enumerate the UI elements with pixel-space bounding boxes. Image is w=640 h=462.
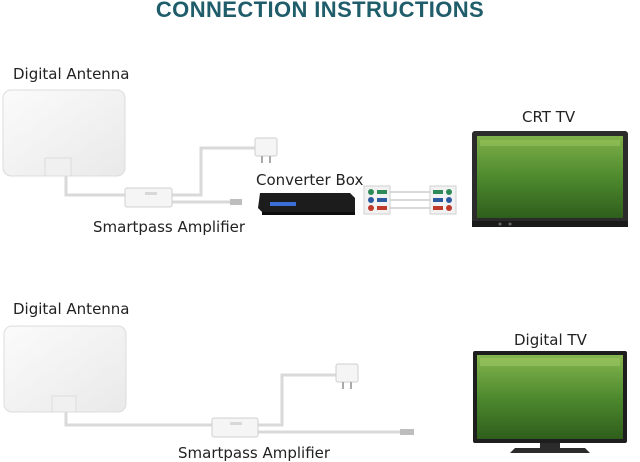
- antenna-label: Digital Antenna: [13, 300, 130, 318]
- antenna-cable: [64, 373, 400, 434]
- antenna-icon: [3, 325, 127, 413]
- antenna-label: Digital Antenna: [13, 65, 130, 83]
- coax-connector-icon: [400, 429, 414, 435]
- crt-tv-label: CRT TV: [522, 108, 576, 126]
- amplifier-icon: [211, 417, 259, 438]
- crt-tv-icon: [472, 131, 628, 227]
- converter-box-icon: [258, 193, 355, 215]
- plug-icon: [254, 137, 278, 163]
- amplifier-icon: [124, 187, 173, 208]
- converter-box-label: Converter Box: [256, 171, 364, 189]
- amplifier-label: Smartpass Amplifier: [178, 444, 331, 462]
- antenna-cable: [64, 146, 255, 204]
- digital-tv-label: Digital TV: [514, 331, 587, 349]
- page-title: CONNECTION INSTRUCTIONS: [155, 0, 485, 22]
- amplifier-label: Smartpass Amplifier: [93, 218, 246, 236]
- antenna-icon: [2, 89, 126, 177]
- digital-tv-icon: [473, 351, 627, 453]
- coax-connector-icon: [230, 199, 242, 205]
- rca-cable-icon: [363, 185, 457, 215]
- plug-icon: [335, 363, 359, 389]
